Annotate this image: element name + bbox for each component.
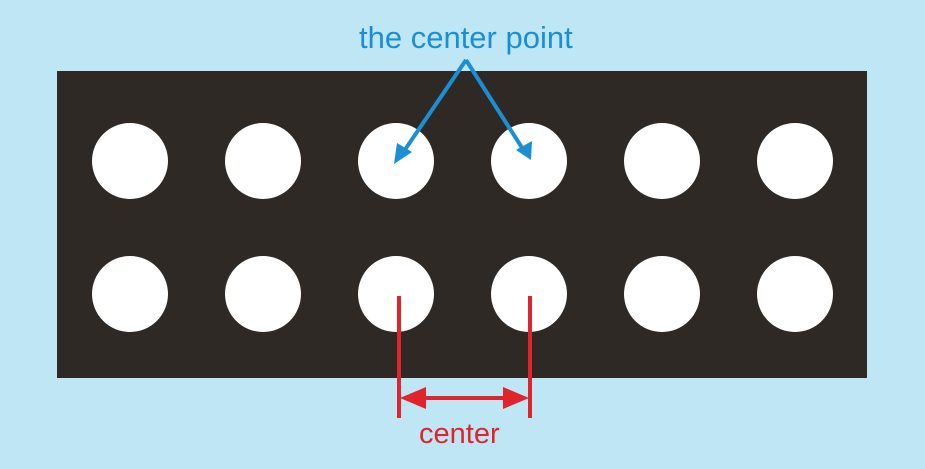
center-point-callout — [394, 58, 532, 164]
dimension-arrowhead-left — [400, 387, 426, 409]
callout-arrowhead-left — [394, 143, 412, 164]
hole-r1-c4 — [491, 123, 567, 199]
center-point-label: the center point — [359, 20, 573, 55]
callout-arrow-right — [464, 58, 528, 156]
callout-arrowhead-right — [516, 141, 532, 160]
callout-arrow-left — [398, 58, 468, 159]
center-distance-dimension — [397, 296, 532, 418]
dimension-arrowhead-right — [503, 387, 529, 409]
hole-r2-c5 — [624, 256, 700, 332]
center-distance-label: center — [419, 418, 500, 450]
hole-r2-c2 — [225, 256, 301, 332]
hole-r2-c4 — [491, 256, 567, 332]
hole-r1-c2 — [225, 123, 301, 199]
hole-r1-c6 — [757, 123, 833, 199]
perforated-plate — [57, 71, 867, 378]
hole-r1-c5 — [624, 123, 700, 199]
hole-r2-c3 — [358, 256, 434, 332]
hole-r1-c1 — [92, 123, 168, 199]
hole-r2-c6 — [757, 256, 833, 332]
hole-r2-c1 — [92, 256, 168, 332]
hole-grid — [92, 123, 833, 332]
